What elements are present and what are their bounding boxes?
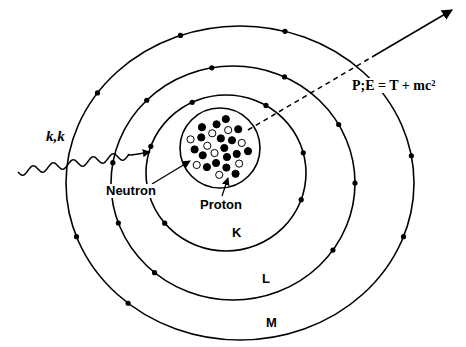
nucleon: [238, 139, 245, 146]
nucleon: [217, 135, 224, 142]
nucleon: [216, 171, 223, 178]
electron: [263, 103, 268, 108]
nucleon: [223, 153, 230, 160]
nucleon: [236, 160, 243, 167]
electron: [74, 234, 79, 239]
electron: [144, 98, 149, 103]
nucleon: [203, 164, 210, 171]
nucleon: [198, 124, 205, 131]
nucleon: [221, 144, 228, 151]
nucleon: [198, 134, 205, 141]
electron: [116, 220, 121, 225]
nucleon: [213, 121, 220, 128]
electron: [152, 270, 157, 275]
electron-arrow: [372, 10, 452, 57]
photon-label: k,k: [44, 128, 67, 145]
neutron-leader: [152, 161, 190, 184]
electron: [282, 74, 287, 79]
electron: [190, 100, 195, 105]
nucleon: [209, 130, 216, 137]
nucleus: [180, 108, 260, 188]
electron: [301, 150, 306, 155]
nucleon: [187, 136, 194, 143]
proton-label: Proton: [198, 198, 244, 212]
nucleon: [211, 149, 218, 156]
nucleon: [222, 116, 229, 123]
photon-wave-line: [18, 152, 150, 175]
m-shell: [66, 26, 414, 340]
energy-label: P;E = T + mc²: [350, 78, 437, 93]
nucleon: [212, 159, 219, 166]
nucleon: [235, 126, 242, 133]
nucleon: [204, 142, 211, 149]
electron: [401, 234, 406, 239]
shell-label: K: [230, 226, 243, 240]
k-shell: [146, 95, 306, 251]
proton-leader: [222, 178, 228, 196]
electron: [126, 301, 131, 306]
electron-path: [248, 57, 372, 130]
photon-wave: [18, 152, 150, 175]
nucleon: [233, 150, 240, 157]
electron: [299, 197, 304, 202]
nucleon: [193, 161, 200, 168]
nucleon: [223, 164, 230, 171]
nucleons: [187, 116, 252, 179]
electron: [178, 33, 183, 38]
electron: [148, 144, 153, 149]
nucleon: [244, 148, 251, 155]
shell-label: M: [264, 316, 279, 330]
shell-label: L: [260, 272, 272, 286]
nucleon: [225, 126, 232, 133]
neutron-label: Neutron: [104, 184, 158, 198]
electron: [409, 153, 414, 158]
nucleon: [199, 152, 206, 159]
electron: [330, 248, 335, 253]
l-shell: [111, 66, 355, 300]
nucleon: [191, 146, 198, 153]
electron: [336, 122, 341, 127]
electrons: [74, 29, 414, 306]
electron: [95, 90, 100, 95]
electron: [162, 221, 167, 226]
electron: [352, 180, 357, 185]
nucleon: [228, 137, 235, 144]
electron: [110, 160, 115, 165]
electron: [282, 29, 287, 34]
nucleon: [232, 170, 239, 177]
electron: [209, 65, 214, 70]
